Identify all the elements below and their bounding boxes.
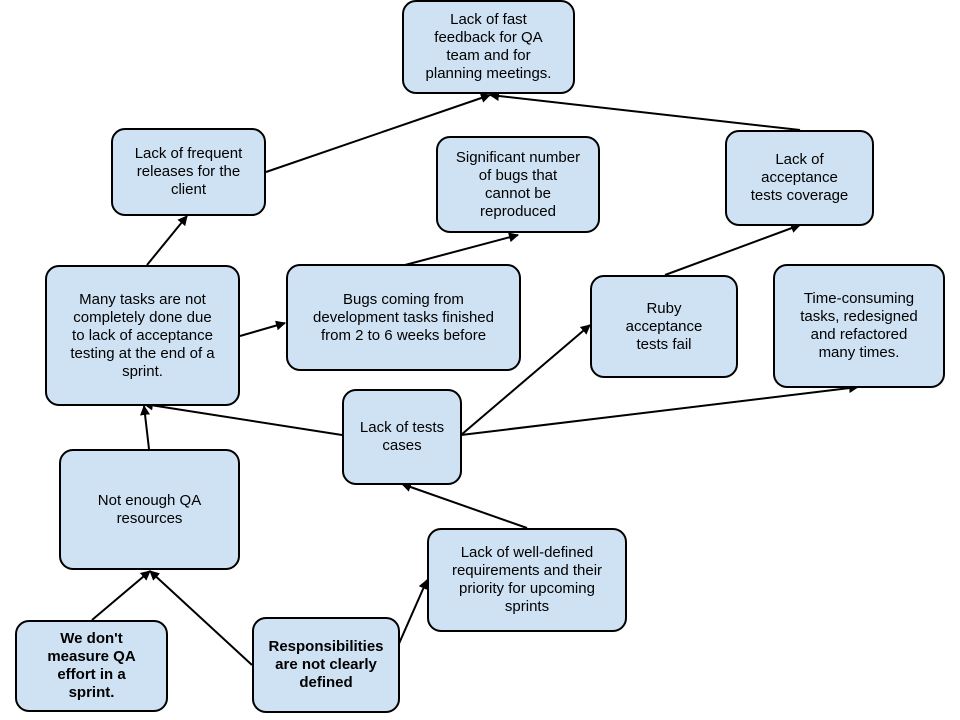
edge-tasks-not-done-to-frequent-releases (146, 215, 188, 266)
node-lack-of-frequent-releases: Lack of frequent releases for the client (111, 128, 266, 216)
node-tasks-not-completely-done: Many tasks are not completely done due t… (45, 265, 240, 406)
edge-acceptance-coverage-to-fast-feedback (489, 91, 801, 131)
node-lack-of-tests-cases: Lack of tests cases (342, 389, 462, 485)
node-time-consuming-tasks: Time-consuming tasks, redesigned and ref… (773, 264, 945, 388)
edge-ruby-tests-fail-to-acceptance-coverage (664, 223, 801, 276)
node-lack-of-well-defined-requirements: Lack of well-defined requirements and th… (427, 528, 627, 632)
edge-requirements-to-tests-cases (401, 482, 528, 529)
edge-tests-cases-to-tasks-not-done (143, 400, 343, 436)
node-lack-of-fast-feedback: Lack of fast feedback for QA team and fo… (402, 0, 575, 94)
node-responsibilities-not-defined: Responsibilities are not clearly defined (252, 617, 400, 713)
node-lack-of-acceptance-tests-coverage: Lack of acceptance tests coverage (725, 130, 874, 226)
node-ruby-acceptance-tests-fail: Ruby acceptance tests fail (590, 275, 738, 378)
edge-frequent-releases-to-fast-feedback (265, 93, 491, 173)
node-dont-measure-qa-effort: We don't measure QA effort in a sprint. (15, 620, 168, 712)
edge-responsibilities-to-qa-resources (149, 570, 253, 666)
edge-measure-qa-to-qa-resources (91, 570, 151, 621)
edge-tasks-not-done-to-bugs-from-tasks (239, 320, 286, 337)
edge-bugs-from-tasks-to-bugs-not-reproduced (404, 232, 519, 266)
node-bugs-cannot-be-reproduced: Significant number of bugs that cannot b… (436, 136, 600, 233)
edge-tests-cases-to-ruby-tests-fail (460, 324, 591, 436)
node-not-enough-qa-resources: Not enough QA resources (59, 449, 240, 570)
node-bugs-from-development-tasks: Bugs coming from development tasks finis… (286, 264, 521, 371)
edge-qa-resources-to-tasks-not-done (140, 405, 151, 450)
edge-tests-cases-to-time-consuming (460, 383, 859, 436)
